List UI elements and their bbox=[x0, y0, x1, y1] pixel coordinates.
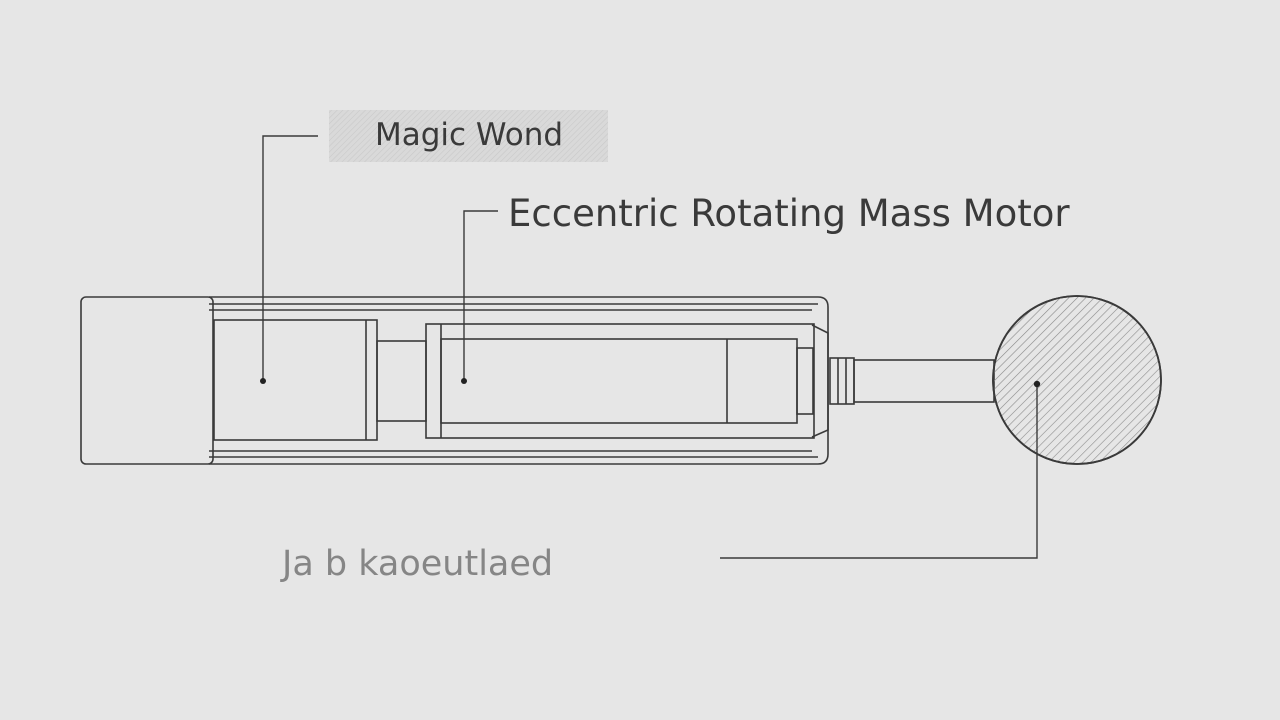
motor-leader bbox=[463, 210, 498, 381]
coupler bbox=[376, 340, 427, 422]
wand-label: Magic Wond bbox=[375, 117, 563, 153]
left-compartment bbox=[213, 319, 378, 441]
motor-cap bbox=[796, 347, 814, 415]
wand-leader bbox=[262, 135, 318, 381]
motor-compartment bbox=[425, 323, 815, 439]
head-leader bbox=[720, 384, 1038, 559]
main-tube bbox=[209, 296, 829, 465]
head-leader-dot bbox=[1033, 380, 1041, 388]
wand-leader-dot bbox=[260, 378, 266, 384]
motor-inner bbox=[440, 338, 798, 424]
collar bbox=[829, 357, 855, 405]
shaft bbox=[853, 359, 995, 403]
wand-body bbox=[80, 296, 995, 465]
motor-leader-dot bbox=[461, 378, 467, 384]
head-label: Ja b kaoeutlaed bbox=[280, 544, 553, 584]
motor-label: Eccentric Rotating Mass Motor bbox=[508, 192, 1070, 235]
end-cap bbox=[80, 296, 214, 465]
